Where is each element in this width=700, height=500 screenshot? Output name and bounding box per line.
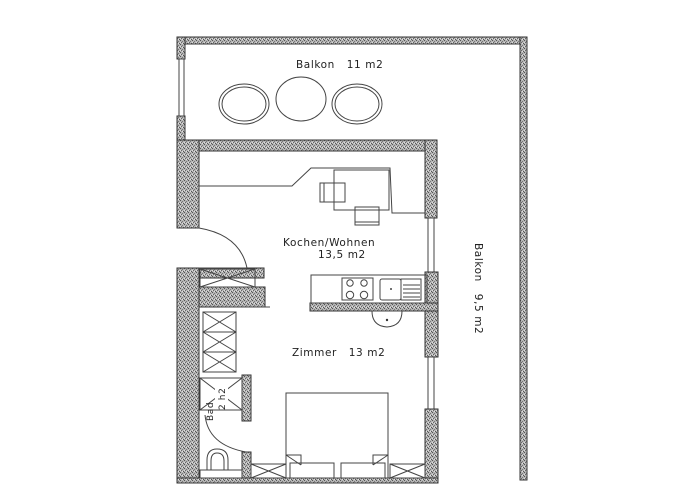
label-bad: Bad <box>206 402 216 421</box>
shower <box>199 377 243 411</box>
bathroom-door <box>204 414 247 453</box>
dining-area <box>199 167 425 226</box>
wardrobe <box>199 268 270 373</box>
double-bed <box>285 392 389 479</box>
nightstands <box>250 463 426 479</box>
label-balkon-top: Balkon 11 m2 <box>296 59 383 71</box>
label-zimmer: Zimmer 13 m2 <box>292 347 385 359</box>
apartment-walls <box>176 139 439 484</box>
label-balkon-right: Balkon 9,5 m2 <box>472 243 484 334</box>
kitchen-counter <box>310 274 428 304</box>
balcony-walls <box>176 36 528 481</box>
toilet <box>199 448 243 479</box>
wash-basin <box>371 310 403 328</box>
stove <box>341 277 374 301</box>
label-kochen-wohnen: Kochen/Wohnen <box>283 237 375 249</box>
entry-door <box>198 227 248 269</box>
round-tables <box>218 76 383 125</box>
label-shower: 2 h2 <box>218 388 228 410</box>
label-kochen-wohnen-area: 13,5 m2 <box>318 249 366 261</box>
